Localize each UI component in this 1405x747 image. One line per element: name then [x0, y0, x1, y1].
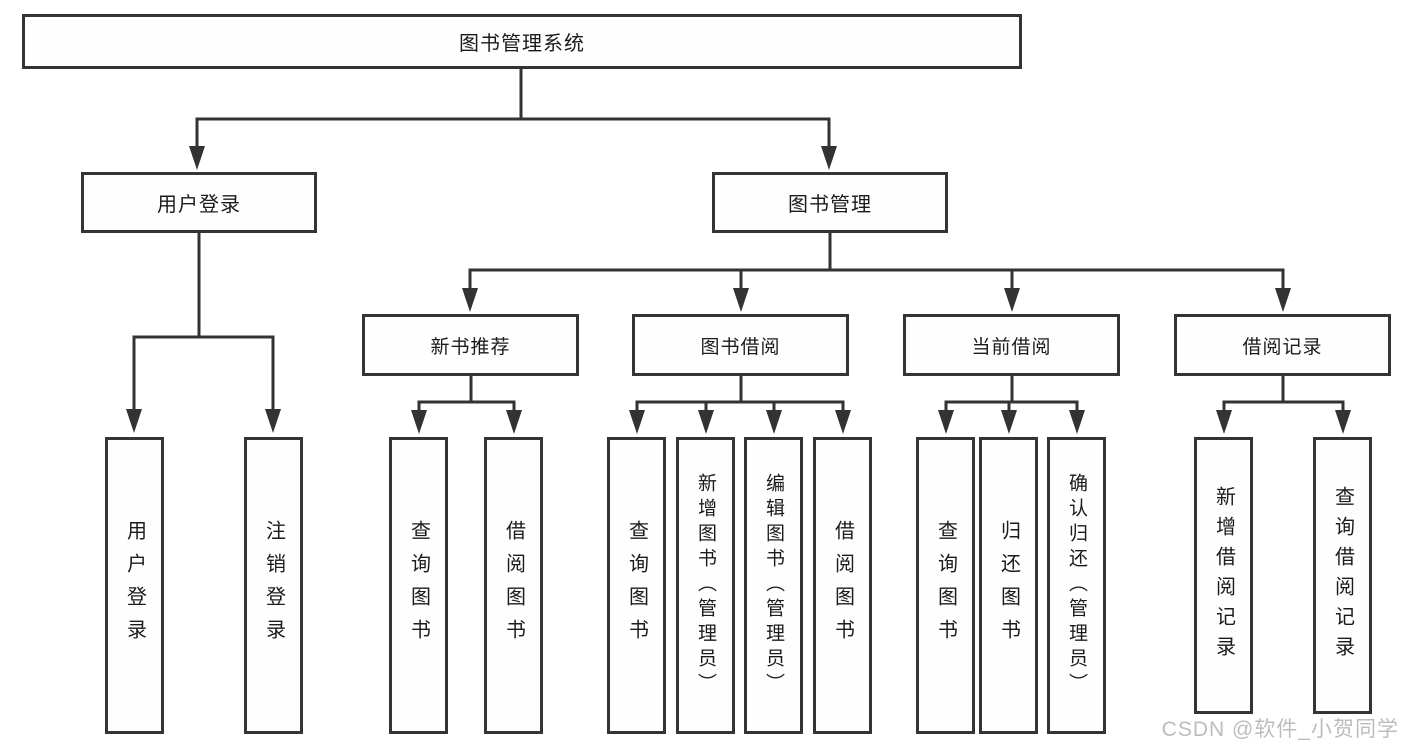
node-borrow-records-label: 借阅记录: [1242, 336, 1323, 358]
leaf-query-book-borrow-label: 查询图书: [625, 519, 648, 652]
leaf-edit-book-admin-label: 编辑图书（管理员）: [763, 473, 784, 698]
node-book-borrow-label: 图书借阅: [700, 336, 781, 358]
node-book-management: 图书管理: [712, 172, 948, 233]
leaf-query-book-current-label: 查询图书: [934, 519, 957, 652]
leaf-confirm-return-admin: 确认归还（管理员）: [1047, 437, 1106, 734]
node-book-management-label: 图书管理: [788, 194, 872, 216]
node-library-system-label: 图书管理系统: [459, 33, 585, 55]
node-new-book-recommend: 新书推荐: [362, 314, 579, 376]
leaf-query-borrow-record: 查询借阅记录: [1313, 437, 1372, 714]
leaf-return-book-label: 归还图书: [997, 519, 1020, 652]
node-current-borrow-label: 当前借阅: [971, 336, 1052, 358]
leaf-borrow-book-recommend-label: 借阅图书: [502, 519, 525, 652]
node-user-login-label: 用户登录: [157, 194, 241, 216]
leaf-query-book-recommend-label: 查询图书: [407, 519, 430, 652]
leaf-query-borrow-record-label: 查询借阅记录: [1331, 485, 1354, 666]
leaf-query-book-current: 查询图书: [916, 437, 975, 734]
watermark: CSDN @软件_小贺同学: [1161, 718, 1399, 741]
node-book-borrow: 图书借阅: [632, 314, 849, 376]
leaf-query-book-borrow: 查询图书: [607, 437, 666, 734]
node-new-book-recommend-label: 新书推荐: [430, 336, 511, 358]
leaf-user-login-label: 用户登录: [123, 519, 146, 652]
node-borrow-records: 借阅记录: [1174, 314, 1391, 376]
leaf-query-book-recommend: 查询图书: [389, 437, 448, 734]
leaf-add-borrow-record-label: 新增借阅记录: [1212, 485, 1235, 666]
leaf-borrow-book-recommend: 借阅图书: [484, 437, 543, 734]
leaf-add-book-admin: 新增图书（管理员）: [676, 437, 735, 734]
leaf-edit-book-admin: 编辑图书（管理员）: [744, 437, 803, 734]
leaf-borrow-book: 借阅图书: [813, 437, 872, 734]
leaf-confirm-return-admin-label: 确认归还（管理员）: [1066, 473, 1087, 698]
leaf-user-login: 用户登录: [105, 437, 164, 734]
node-current-borrow: 当前借阅: [903, 314, 1120, 376]
leaf-add-book-admin-label: 新增图书（管理员）: [695, 473, 716, 698]
leaf-borrow-book-label: 借阅图书: [831, 519, 854, 652]
leaf-logout-label: 注销登录: [262, 519, 285, 652]
leaf-add-borrow-record: 新增借阅记录: [1194, 437, 1253, 714]
node-user-login: 用户登录: [81, 172, 317, 233]
node-library-system: 图书管理系统: [22, 14, 1022, 69]
leaf-return-book: 归还图书: [979, 437, 1038, 734]
leaf-logout: 注销登录: [244, 437, 303, 734]
